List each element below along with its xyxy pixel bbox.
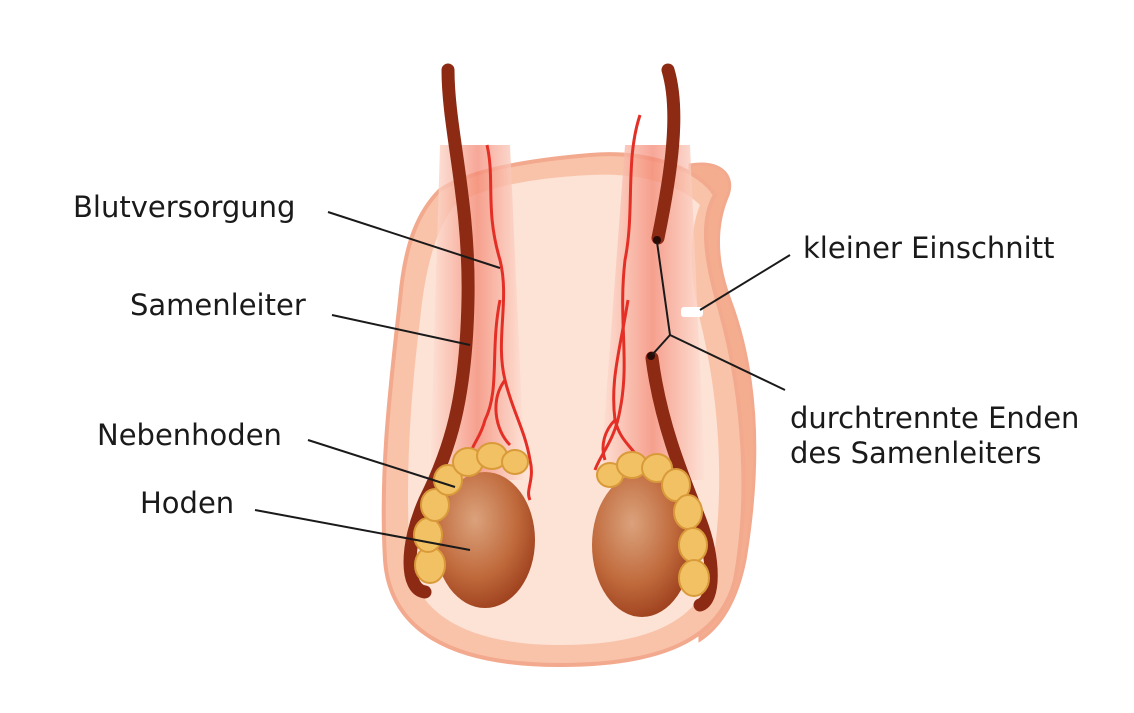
label-small-incision: kleiner Einschnitt xyxy=(803,231,1055,265)
left-epididymis xyxy=(413,442,529,584)
label-testis: Hoden xyxy=(140,486,235,520)
left-cord-tissue xyxy=(430,145,525,480)
incision-mark xyxy=(681,307,703,317)
label-epididymis: Nebenhoden xyxy=(97,418,282,452)
cut-end-upper xyxy=(653,236,661,244)
label-blood-supply: Blutversorgung xyxy=(73,190,296,224)
right-cord-tissue xyxy=(600,145,705,480)
left-testis xyxy=(435,472,535,608)
right-epididymis xyxy=(596,451,710,597)
blood-vessels xyxy=(468,114,642,501)
label-vas-deferens: Samenleiter xyxy=(130,288,306,322)
left-vas-deferens xyxy=(403,63,475,599)
leader-lines xyxy=(254,211,791,551)
label-cut-ends-line2: des Samenleiters xyxy=(790,436,1042,470)
right-testis xyxy=(592,473,692,617)
right-vas-upper xyxy=(651,63,681,245)
label-cut-ends-line1: durchtrennte Enden xyxy=(790,401,1080,435)
